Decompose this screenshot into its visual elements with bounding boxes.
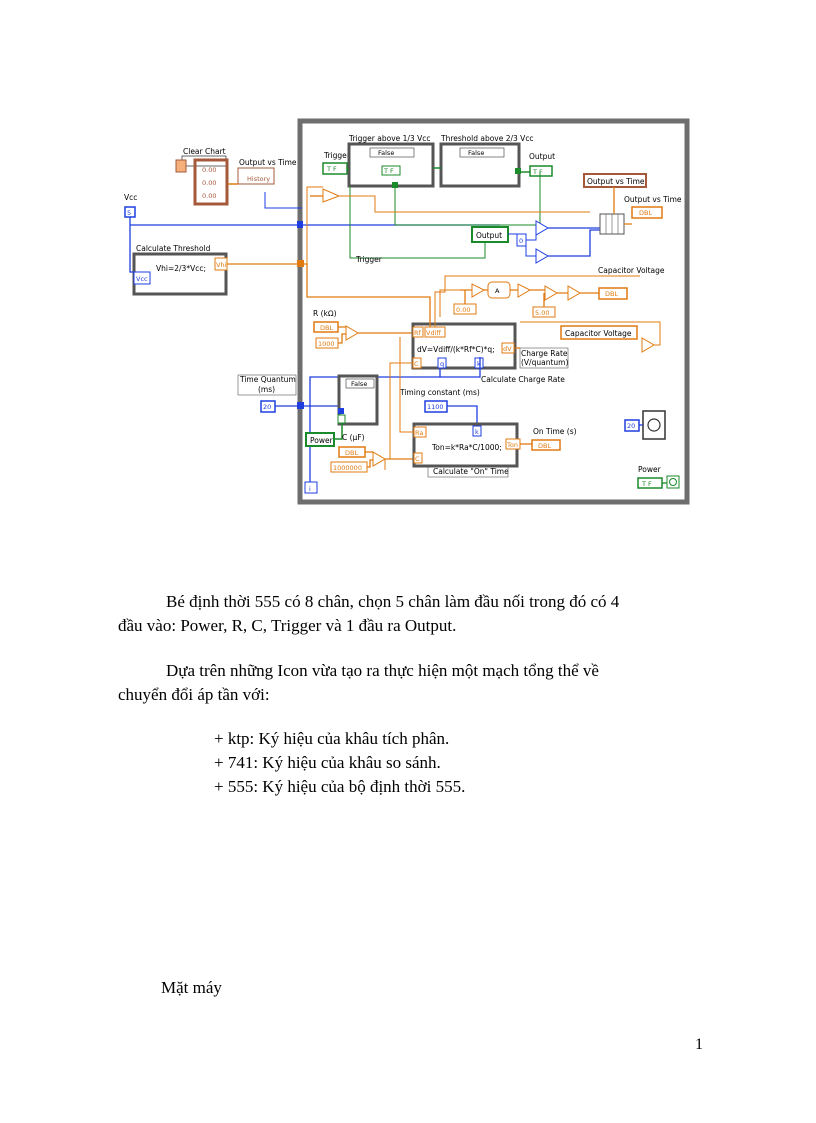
paragraph-circuit-description: Dựa trên những Icon vừa tạo ra thực hiện… [118, 659, 599, 707]
output-vs-time-1: Output vs Time [587, 177, 645, 186]
power-tf: T F [641, 480, 652, 488]
c-dbl: DBL [345, 449, 358, 457]
calc-charge-rate-label: Calculate Charge Rate [481, 375, 565, 384]
rf-terminal: Rf [414, 329, 422, 337]
list-item: + 741: Ký hiệu của khâu so sánh. [214, 753, 441, 772]
trigger-above-label: Trigger above 1/3 Vcc [348, 134, 430, 143]
on-time-formula: Ton=k*Ra*C/1000; [431, 443, 502, 452]
ra-terminal: Ra [415, 429, 423, 437]
list-item: + 555: Ký hiệu của bộ định thời 555. [214, 777, 466, 796]
svg-text:0.00: 0.00 [202, 179, 216, 187]
output-indicator [529, 165, 553, 177]
section-heading-mat-may: Mặt máy [161, 978, 222, 997]
r-dbl: DBL [320, 324, 333, 332]
charge-rate-label-1: Charge Rate [521, 349, 568, 358]
vdiff-terminal: Vdiff [426, 329, 441, 337]
on-time-dbl: DBL [538, 442, 551, 450]
vcc-value: 5 [127, 209, 131, 217]
c-label: C (µF) [342, 433, 365, 442]
output-indicator-label: Output [529, 152, 555, 161]
threshold-case-structure [439, 142, 521, 188]
p1-line1: Bé định thời 555 có 8 chân, chọn 5 chân … [166, 592, 620, 611]
trigger-wire-label: Trigger [355, 255, 383, 264]
p1-line2: đầu vào: Power, R, C, Trigger và 1 đầu r… [118, 616, 457, 635]
while-loop-frame [297, 118, 690, 505]
output-vs-time-chart-1 [583, 173, 647, 188]
five-const: 5.00 [535, 309, 549, 317]
p2-line1: Dựa trên những Icon vừa tạo ra thực hiện… [166, 661, 599, 680]
tq-value: 20 [263, 403, 271, 411]
clear-chart-label: Clear Chart [183, 147, 226, 156]
threshold-above-label: Threshold above 2/3 Vcc [440, 134, 534, 143]
labview-block-diagram: i Clear Chart 0.00 0.00 0.00 Output vs T… [124, 118, 690, 505]
capacitor-voltage-label: Capacitor Voltage [598, 266, 665, 275]
timing-constant-label: Timing constant (ms) [399, 388, 480, 397]
case1-const: T F [383, 167, 394, 175]
r-1000: 1000 [318, 340, 335, 348]
history-array [193, 158, 229, 206]
svg-text:0.00: 0.00 [202, 192, 216, 200]
on-time-indicator [531, 439, 561, 451]
ton-terminal: Ton [506, 441, 518, 449]
paragraph-555-description: Bé định thời 555 có 8 chân, chọn 5 chân … [118, 590, 619, 638]
trigger-tf: T F [326, 165, 337, 173]
capacitor-voltage-box [560, 325, 638, 340]
iteration-terminal [304, 481, 318, 494]
zero-const: 0.00 [456, 306, 470, 314]
output-tf: T F [532, 168, 543, 176]
k-terminal-1: k [477, 360, 481, 368]
dv-terminal: dV [503, 345, 512, 353]
vcc-label: Vcc [124, 193, 137, 202]
trigger-label: Trigger [323, 151, 351, 160]
page-number: 1 [695, 1036, 703, 1053]
c-terminal-2: C [415, 455, 420, 463]
clear-chart-control [175, 159, 187, 173]
history-property-node [237, 167, 275, 185]
loop-condition [666, 475, 680, 489]
power-indicator-label: Power [638, 465, 662, 474]
case2-selector: False [468, 149, 484, 157]
symbol-list: + ktp: Ký hiệu của khâu tích phân. + 741… [214, 727, 465, 799]
k-terminal-2: k [475, 428, 479, 436]
chart2-dbl: DBL [639, 209, 652, 217]
cap-dbl: DBL [605, 290, 618, 298]
output-vs-time-2-label: Output vs Time [624, 195, 682, 204]
calc-on-time-node [412, 422, 519, 468]
time-quantum-label-2: (ms) [258, 385, 275, 394]
output-box-label: Output [476, 231, 502, 240]
wait-value: 20 [627, 422, 635, 430]
vhi-terminal: Vhi [216, 261, 227, 269]
svg-text:0.00: 0.00 [202, 166, 216, 174]
vcc-terminal: Vcc [136, 275, 148, 283]
power-label: Power [310, 436, 334, 445]
on-time-label: On Time (s) [533, 427, 577, 436]
r-label: R (kΩ) [313, 309, 337, 318]
zero-index: 0 [519, 237, 523, 245]
cap-voltage-box-label: Capacitor Voltage [565, 329, 632, 338]
case1-selector: False [378, 149, 394, 157]
list-item: + ktp: Ký hiệu của khâu tích phân. [214, 729, 450, 748]
history-tag: History [247, 175, 270, 183]
q-terminal: q [440, 360, 444, 368]
trigger-case-structure [347, 142, 435, 188]
case3-selector: False [351, 380, 367, 388]
threshold-formula: Vhi=2/3*Vcc; [156, 264, 206, 273]
time-quantum-label-1: Time Quantum [239, 375, 296, 384]
c-value: 1000000 [333, 464, 362, 472]
charge-formula: dV=Vdiff/(k*Rf*C)*q; [417, 345, 495, 354]
calc-on-time-label: Calculate "On" Time [433, 467, 509, 476]
c-terminal-1: C [414, 360, 419, 368]
output-vs-time-history-label: Output vs Time [239, 158, 297, 167]
a-func-label: A [495, 287, 500, 295]
output-vs-time-chart-2 [631, 206, 663, 219]
iteration-label: i [309, 485, 311, 493]
wait-ms-icon [642, 410, 666, 440]
tc-value: 1100 [427, 403, 444, 411]
p2-line2: chuyển đổi áp tần với: [118, 685, 270, 704]
charge-rate-label-2: (V/quantum) [521, 358, 568, 367]
calc-threshold-label: Calculate Threshold [136, 244, 211, 253]
